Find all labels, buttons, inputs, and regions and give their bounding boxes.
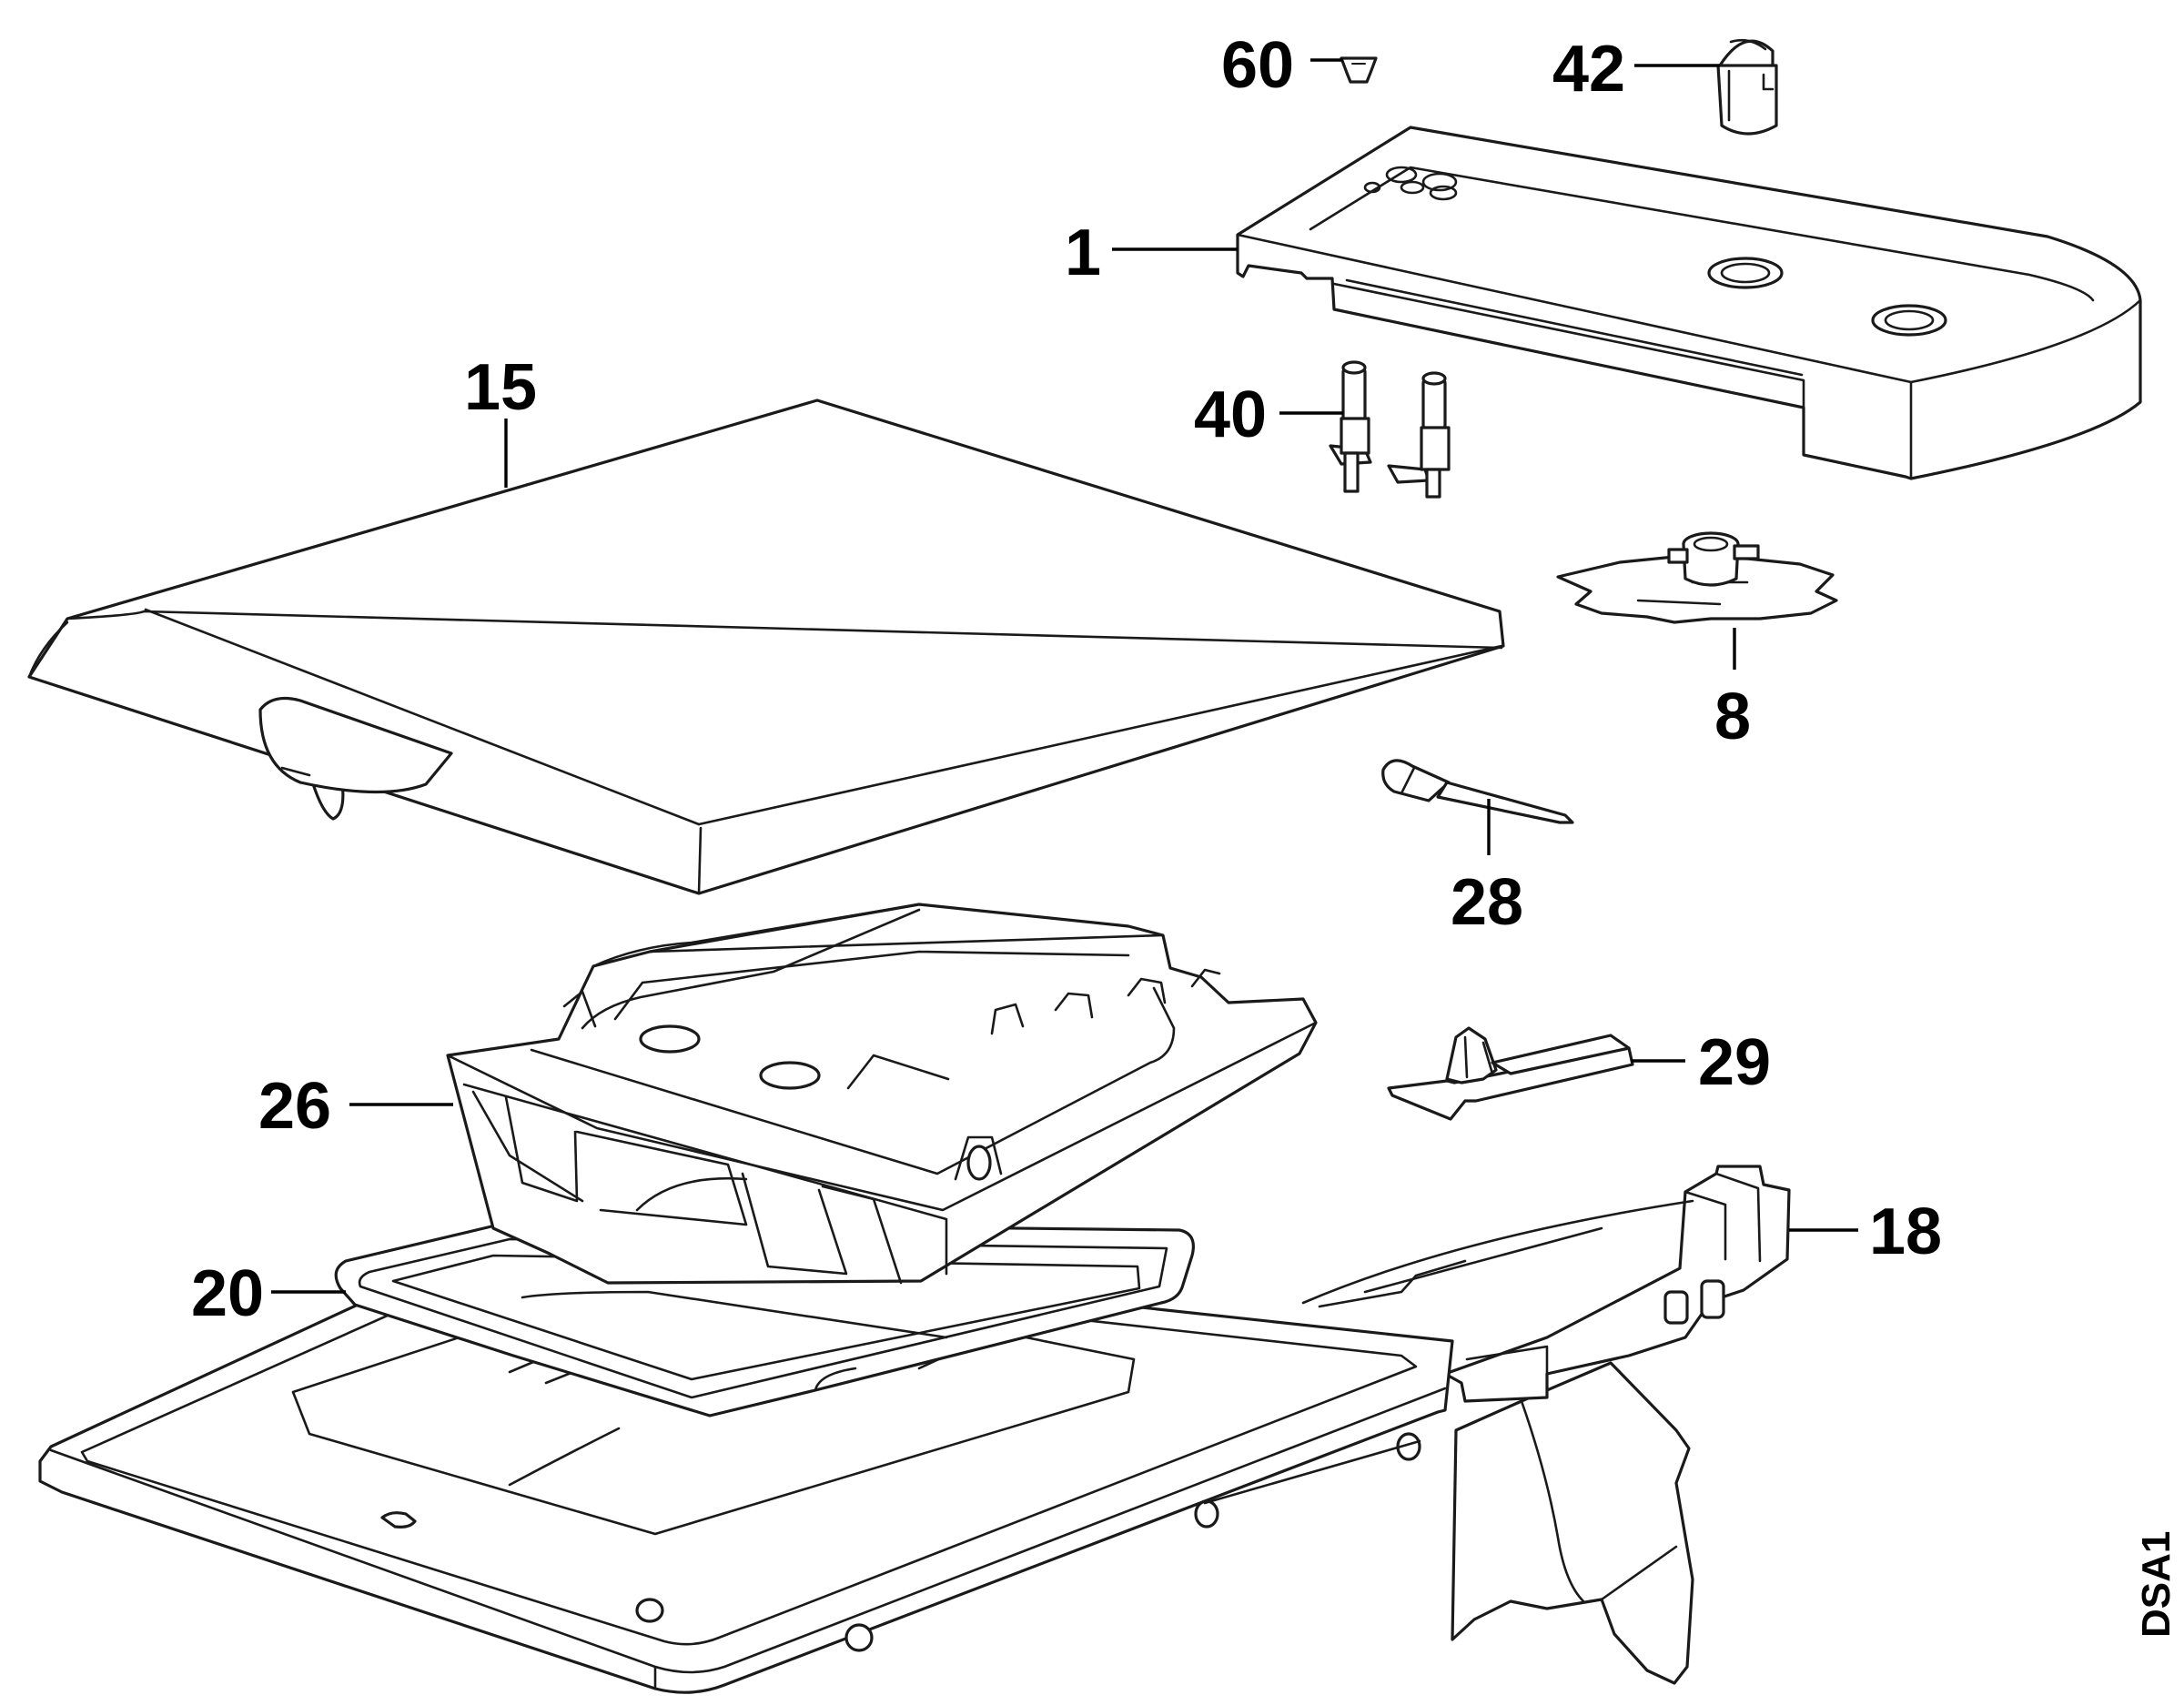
part-29-clip xyxy=(1387,1026,1634,1121)
part-42-knob xyxy=(1716,38,1778,136)
callout-42: 42 xyxy=(1552,33,1625,106)
callout-26: 26 xyxy=(258,1070,331,1143)
part-26-dispenser-drawer xyxy=(446,903,1318,1285)
callout-1: 1 xyxy=(1065,217,1101,289)
callout-60: 60 xyxy=(1221,29,1294,102)
part-18-bracket xyxy=(1301,1165,1791,1685)
part-28-pin xyxy=(1381,759,1574,824)
callout-20: 20 xyxy=(191,1257,264,1330)
callout-8: 8 xyxy=(1714,681,1751,753)
part-40-switches xyxy=(1329,360,1451,499)
callout-40: 40 xyxy=(1194,378,1267,451)
part-60-plug xyxy=(1340,56,1378,84)
leader-lines xyxy=(271,58,1858,1294)
callout-18: 18 xyxy=(1869,1196,1942,1268)
callout-29: 29 xyxy=(1698,1026,1771,1099)
part-8-valve-plate xyxy=(1556,531,1838,624)
part-1-control-panel xyxy=(1236,126,2142,480)
callout-28: 28 xyxy=(1451,866,1523,939)
drawing-code: DSA1 xyxy=(2134,1531,2179,1638)
callout-15: 15 xyxy=(464,351,537,424)
part-20-gasket xyxy=(334,1220,1195,1417)
part-15-lid xyxy=(27,399,1505,895)
